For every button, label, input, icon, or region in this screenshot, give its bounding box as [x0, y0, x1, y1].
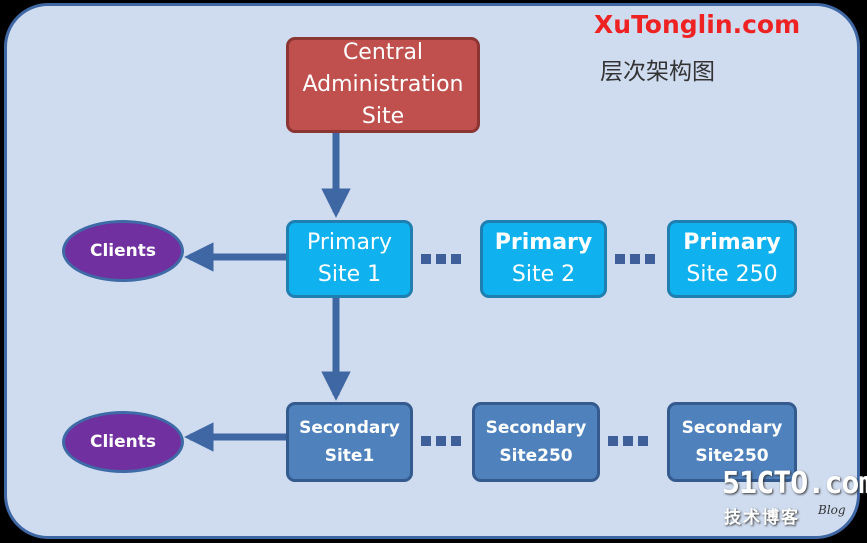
watermark-blog: Blog	[818, 503, 846, 517]
node-line: Administration	[302, 72, 464, 97]
node-line: Primary	[683, 230, 781, 255]
secondary-site-1: Secondary Site1	[286, 402, 413, 482]
node-line: Secondary	[681, 418, 783, 438]
clients-node-top: Clients	[62, 220, 184, 282]
ellipsis-secondary-2-3	[608, 436, 648, 446]
primary-site-250: Primary Site 250	[667, 220, 797, 298]
node-line: Secondary	[485, 418, 587, 438]
diagram-subtitle: 层次架构图	[600, 59, 715, 85]
watermark-main: 51CTO.com	[722, 466, 867, 501]
primary-site-2: Primary Site 2	[480, 220, 607, 298]
secondary-site-250-middle: Secondary Site250	[472, 402, 600, 482]
primary-site-1: Primary Site 1	[286, 220, 413, 298]
node-line: Secondary	[299, 418, 400, 438]
central-administration-site: Central Administration Site	[286, 37, 480, 133]
ellipsis-secondary-1-2	[421, 436, 461, 446]
node-line: Site 1	[317, 262, 382, 287]
watermark-sub: 技术博客	[724, 508, 800, 528]
node-line: Primary	[306, 230, 392, 255]
node-line: Site	[361, 104, 405, 129]
clients-node-bottom: Clients	[62, 411, 184, 473]
node-line: Site 2	[511, 262, 576, 287]
brand-title: XuTonglin.com	[594, 10, 801, 39]
node-line: Central	[342, 40, 424, 65]
node-line: Site1	[324, 446, 375, 466]
ellipsis-primary-2-250	[615, 254, 655, 264]
node-line: Primary	[494, 230, 593, 255]
ellipsis-primary-1-2	[421, 254, 461, 264]
secondary-site-250-right: Secondary Site250	[667, 402, 797, 482]
node-line: Site250	[695, 446, 769, 466]
node-line: Site 250	[686, 262, 778, 287]
node-line: Site250	[499, 446, 573, 466]
